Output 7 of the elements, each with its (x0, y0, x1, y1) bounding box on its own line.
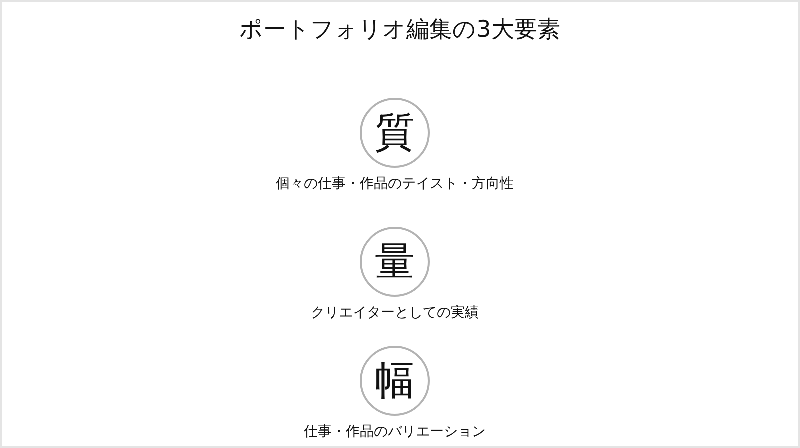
node-label: 仕事・作品のバリエーション (304, 423, 486, 441)
circle-node: 幅 (360, 346, 430, 416)
circle-node: 質 (360, 98, 430, 168)
node-label: 個々の仕事・作品のテイスト・方向性 (276, 175, 514, 193)
circle-node: 量 (360, 227, 430, 297)
node-label: クリエイターとしての実績 (311, 304, 479, 322)
title: ポートフォリオ編集の3大要素 (238, 16, 562, 45)
